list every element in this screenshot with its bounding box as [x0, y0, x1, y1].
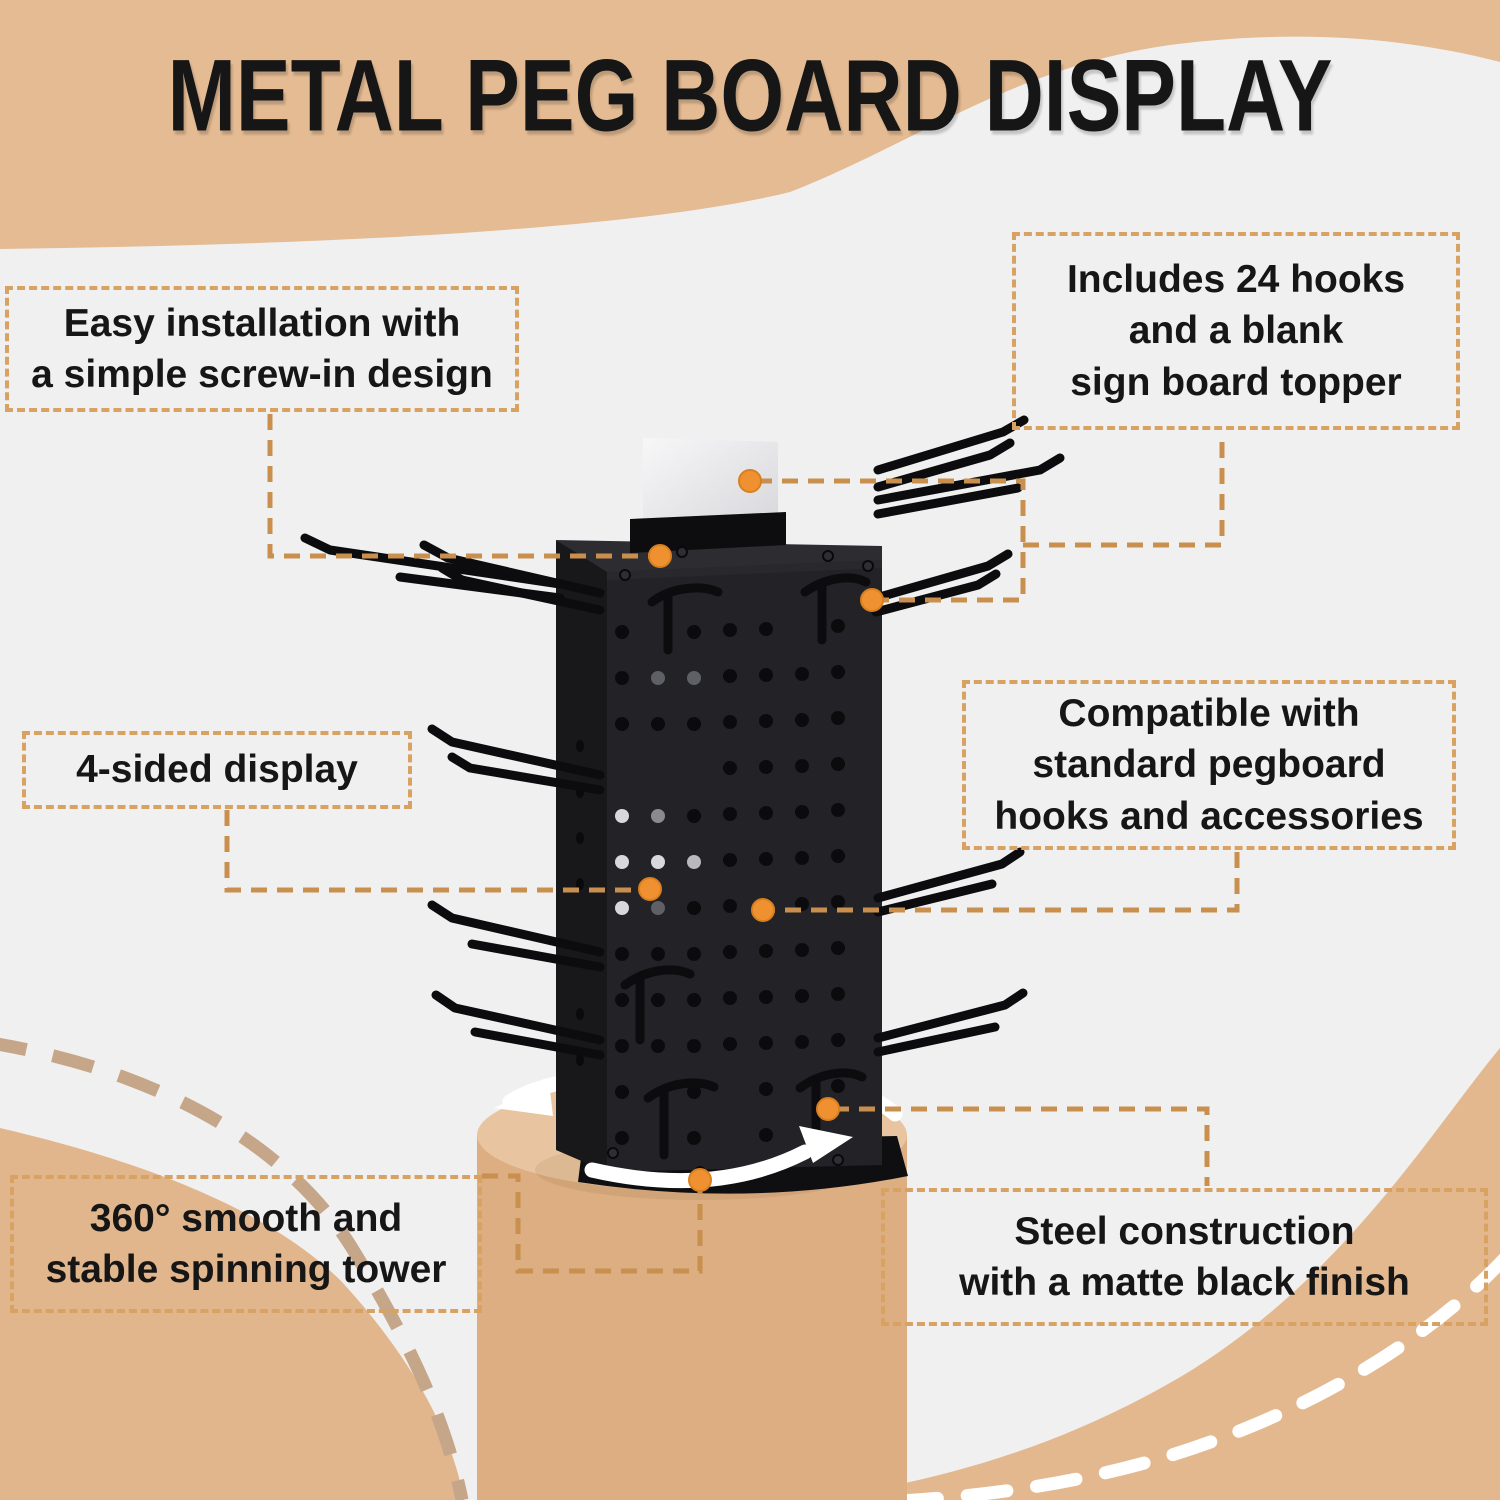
top-tan-wave [0, 0, 1500, 249]
leader-steel [833, 1106, 1210, 1186]
callout-easy-installation: Easy installation with a simple screw-in… [5, 286, 519, 412]
callout-steel-construction-label: Steel construction with a matte black fi… [959, 1209, 1410, 1304]
leader-includes-hooks-branch [1023, 432, 1225, 548]
pegboard-holes-lit [615, 671, 701, 915]
pegboard-holes [615, 619, 845, 1145]
sign-board [643, 438, 778, 530]
callout-spinning-tower-label: 360° smooth and stable spinning tower [45, 1196, 447, 1291]
bottom-right-white-dashed-arc [873, 1253, 1500, 1500]
callout-includes-hooks: Includes 24 hooks and a blank sign board… [1012, 232, 1460, 430]
leader-lines [224, 414, 1240, 1274]
side-face-holes [576, 740, 584, 1066]
pegboard-tower [300, 415, 1065, 1194]
bottom-left-tan-wave [0, 1128, 464, 1500]
connector-dot [738, 469, 762, 493]
leader-spinning [482, 1173, 703, 1274]
connector-dot [688, 1168, 712, 1192]
callout-compatible-hooks: Compatible with standard pegboard hooks … [962, 680, 1456, 850]
leader-compatible [770, 852, 1240, 913]
leader-four-sided [224, 810, 642, 893]
callout-easy-installation-label: Easy installation with a simple screw-in… [31, 301, 493, 396]
tower-top-bevel [607, 560, 882, 580]
tower-front-face [607, 558, 882, 1172]
connector-dot [638, 877, 662, 901]
connector-dot [860, 588, 884, 612]
callout-four-sided-display: 4-sided display [22, 731, 412, 809]
connector-dot [751, 898, 775, 922]
leader-endpoint-dots [638, 469, 884, 1192]
callout-compatible-hooks-label: Compatible with standard pegboard hooks … [994, 691, 1424, 838]
leader-includes-hooks [756, 478, 1026, 603]
page-title: METAL PEG BOARD DISPLAY [167, 39, 1333, 153]
tower-left-face [556, 540, 607, 1172]
connector-dot [648, 544, 672, 568]
leader-easy-installation [267, 414, 652, 559]
callout-includes-hooks-label: Includes 24 hooks and a blank sign board… [1066, 257, 1406, 404]
callout-steel-construction: Steel construction with a matte black fi… [881, 1188, 1488, 1326]
connector-dot [816, 1097, 840, 1121]
callout-four-sided-display-label: 4-sided display [76, 748, 358, 792]
callout-spinning-tower: 360° smooth and stable spinning tower [10, 1175, 482, 1313]
sign-board-holder [630, 512, 786, 553]
